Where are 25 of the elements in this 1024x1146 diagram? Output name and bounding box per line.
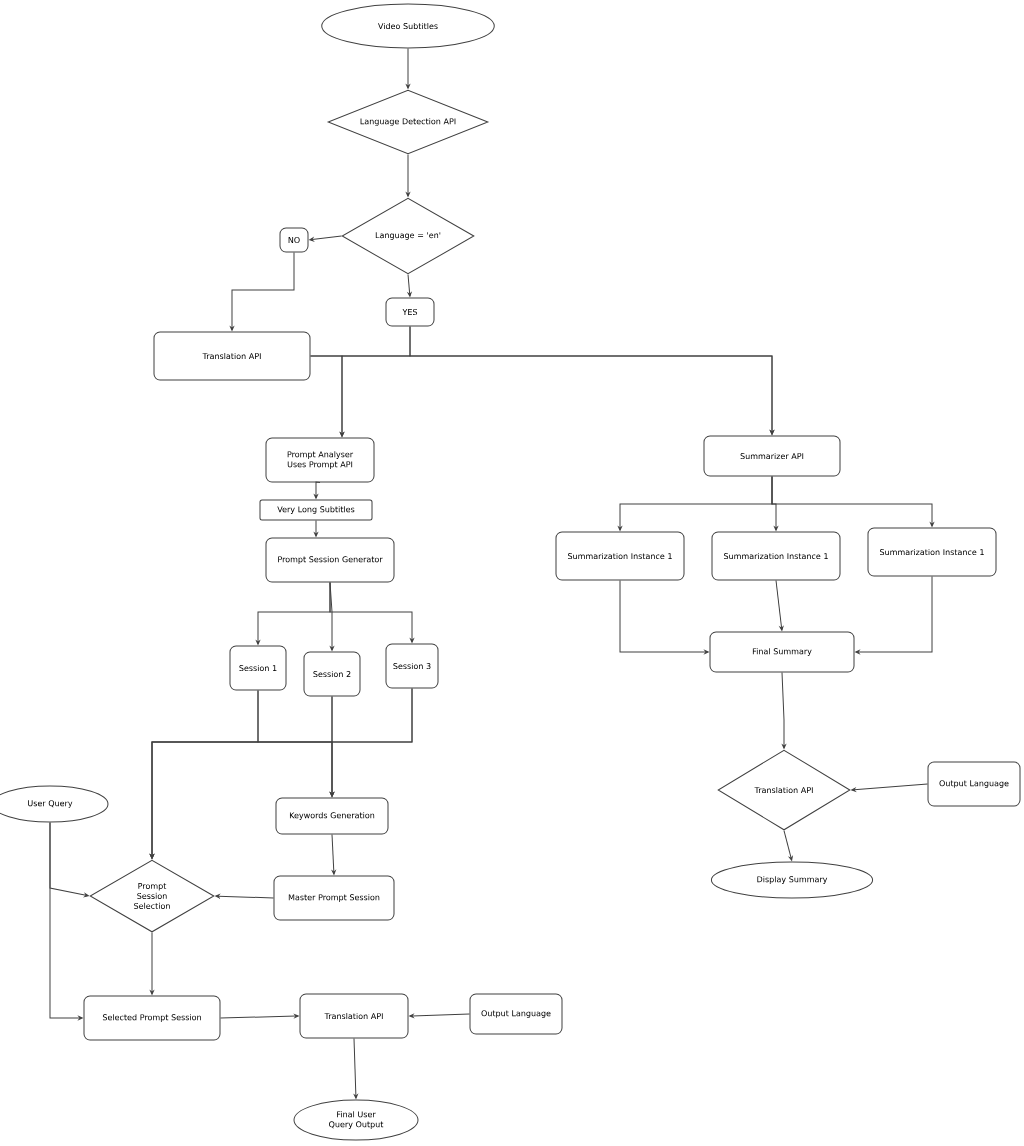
arrow [314,481,321,499]
arrow [353,1038,358,1099]
arrow [851,783,928,792]
arrow [407,274,412,297]
arrow [330,688,413,797]
arrow [150,932,154,995]
arrow [783,830,793,861]
arrow [309,235,342,242]
arrow [49,822,83,1020]
arrow [314,520,318,537]
arrow [329,582,414,643]
arrow [771,476,934,527]
arrow [409,326,774,435]
arrow [406,154,410,197]
arrow [409,1013,470,1018]
arrow [230,252,295,331]
arrow [331,834,336,875]
arrow [406,48,410,89]
arrow [619,580,709,654]
arrow [220,1014,299,1019]
arrow [781,672,786,749]
arrow [855,576,933,654]
arrow [329,582,334,651]
arrow [215,894,274,899]
arrow [775,580,784,631]
